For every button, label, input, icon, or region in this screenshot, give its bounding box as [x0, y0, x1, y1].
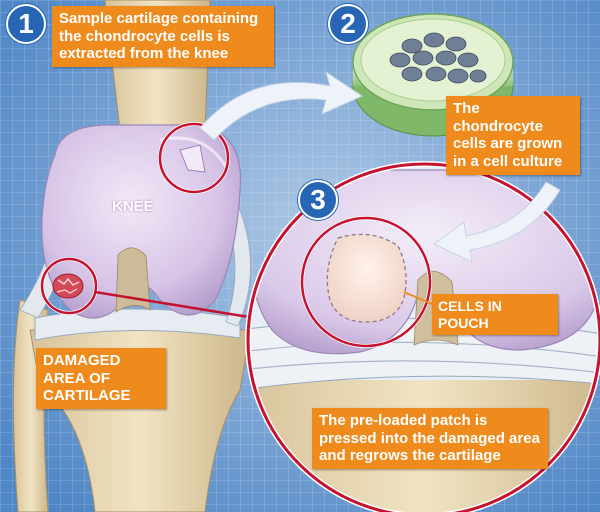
step-3-callout: The pre-loaded patch is pressed into the…: [312, 408, 548, 469]
knee-label: KNEE: [112, 198, 154, 215]
cartilage-patch: [327, 234, 406, 322]
step-3-badge: 3: [298, 180, 338, 220]
damaged-cartilage-spot: [53, 274, 83, 298]
step-2-badge: 2: [328, 4, 368, 44]
step-2-callout: The chondrocyte cells are grown in a cel…: [446, 96, 580, 175]
damaged-area-callout: DAMAGED AREA OF CARTILAGE: [36, 348, 166, 409]
step-1-callout: Sample cartilage containing the chondroc…: [52, 6, 274, 67]
cells-in-pouch-callout: CELLS IN POUCH: [432, 294, 558, 335]
step-1-badge: 1: [6, 4, 46, 44]
